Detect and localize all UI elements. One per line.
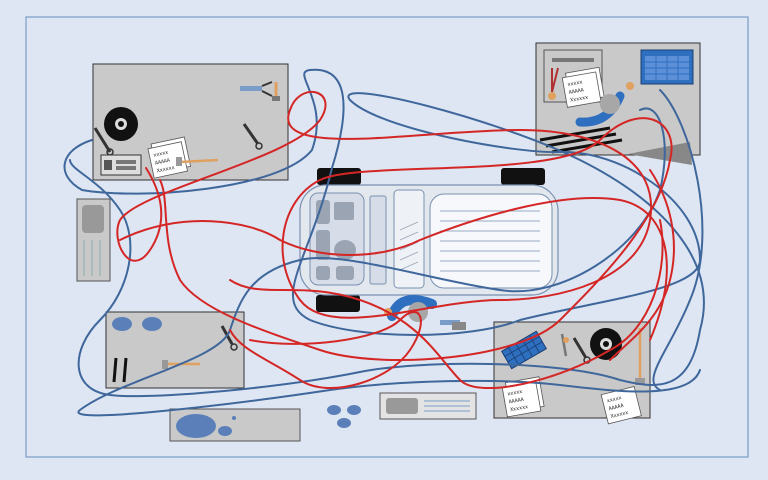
checklist-line: xxxxx	[606, 395, 622, 404]
checklist-line: AAAAA	[155, 158, 171, 167]
torque-wrench-icon	[548, 58, 594, 100]
tall-cabinet	[76, 198, 111, 282]
bolt-pile	[327, 405, 361, 428]
checklist-icon: xxxxx AAAAA Xxxxxx	[561, 66, 605, 108]
spanner-icon	[242, 123, 263, 150]
station-top-right: xxxxx AAAAA Xxxxxx	[535, 42, 701, 165]
station-bottom-left	[105, 311, 245, 389]
cone-icon	[628, 142, 692, 165]
station-top-left: xxxxx AAAAA Xxxxxx	[92, 63, 289, 181]
monitor-icon	[640, 49, 694, 85]
red-walking-path	[116, 91, 675, 390]
checklist-icon: xxxxx AAAAA Xxxxxx	[147, 136, 192, 179]
checklist-line: Xxxxxx	[156, 165, 175, 175]
pliers-icon	[560, 333, 569, 357]
checklist-line: xxxxx	[153, 150, 169, 159]
wheel-icon	[501, 168, 545, 185]
wheel-icon	[316, 295, 360, 312]
station-bottom-right: xxxxx AAAAA Xxxxxx xxxxx AAAAA Xxxxxx	[493, 321, 651, 425]
worker-icon	[575, 82, 634, 127]
checklist-line: AAAAA	[568, 87, 584, 96]
hammer-icon	[176, 157, 219, 166]
hammer-icon	[635, 328, 645, 385]
checklist-line: xxxxx	[567, 79, 583, 88]
vehicle-chassis	[299, 168, 559, 312]
toolbox-icon	[100, 154, 142, 176]
checklist-line: xxxxx	[507, 389, 523, 398]
tire-icon	[590, 328, 622, 360]
bolt-icon	[112, 317, 132, 331]
checklist-line: AAAAA	[508, 397, 524, 406]
checklist-line: AAAAA	[608, 403, 624, 412]
pliers-icon	[240, 81, 280, 101]
drawer-unit	[379, 392, 477, 420]
checklist-line: Xxxxxx	[570, 95, 589, 104]
screwdriver-icon	[112, 357, 128, 383]
tire-icon	[104, 107, 138, 141]
checklist-line: Xxxxxx	[610, 410, 629, 420]
screwdriver-icon	[440, 320, 466, 330]
checklist-line: Xxxxxx	[510, 404, 529, 413]
bolt-icon	[142, 317, 162, 331]
parts-cart	[169, 408, 301, 442]
wheel-icon	[317, 168, 361, 185]
